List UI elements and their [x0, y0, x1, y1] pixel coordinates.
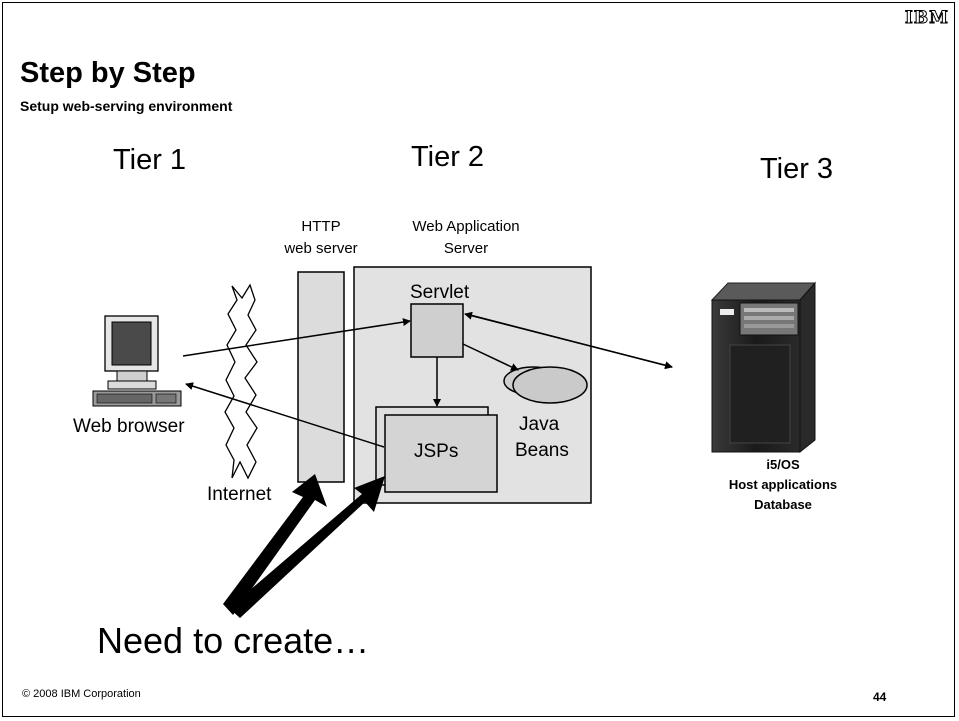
http-server-box — [297, 271, 345, 483]
host-label: i5/OS Host applications Database — [706, 455, 860, 515]
app-server-label-line1: Web Application — [412, 218, 520, 235]
need-to-create-callout: Need to create… — [97, 620, 370, 661]
page-number: 44 — [873, 690, 887, 704]
slide-title: Step by Step — [20, 57, 196, 89]
need-to-create-arrows — [223, 474, 385, 618]
app-server-label-line2: Server — [443, 240, 489, 257]
jsp-front-box — [384, 414, 498, 493]
beans-label: Beans — [515, 440, 569, 461]
http-server-label-line1: HTTP — [301, 218, 341, 235]
browser-to-servlet-arrow — [182, 318, 411, 357]
jsp-to-browser-arrow — [185, 382, 385, 448]
internet-label: Internet — [207, 484, 272, 505]
host-to-servlet-arrow — [464, 311, 673, 368]
host-label-line2: Host applications — [728, 477, 838, 492]
servlet-to-beans-arrow — [462, 343, 519, 371]
http-server-label-line2: web server — [284, 240, 358, 257]
server-tower-icon — [710, 281, 817, 454]
ibm-logo: IBM — [904, 8, 949, 29]
bean-front-ellipse — [512, 366, 588, 404]
tier2-label: Tier 2 — [411, 141, 485, 173]
app-server-label: Web Application Server — [391, 216, 541, 260]
host-label-line3: Database — [754, 497, 812, 512]
jsps-label: JSPs — [414, 441, 459, 462]
internet-cloud — [224, 283, 258, 480]
web-browser-label: Web browser — [73, 416, 185, 437]
host-label-line1: i5/OS — [766, 457, 800, 472]
tier1-label: Tier 1 — [113, 144, 187, 176]
http-server-label: HTTP web server — [266, 216, 376, 260]
copyright-text: © 2008 IBM Corporation — [22, 688, 141, 700]
tier3-label: Tier 3 — [760, 153, 834, 185]
computer-icon — [92, 315, 182, 407]
servlet-label: Servlet — [410, 282, 470, 303]
slide-subtitle: Setup web-serving environment — [20, 98, 233, 114]
servlet-box — [410, 303, 464, 358]
java-label: Java — [519, 414, 560, 435]
